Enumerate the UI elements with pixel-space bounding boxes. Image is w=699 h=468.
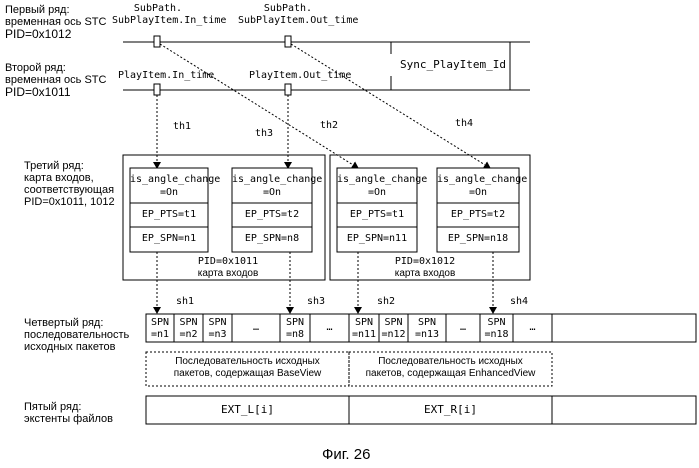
source-packet-bottom: … bbox=[513, 322, 552, 333]
ep-spn-value: EP_SPN=n11 bbox=[337, 233, 417, 244]
sync-playitem-id-label: Sync_PlayItem_Id bbox=[400, 59, 506, 71]
row1-label: Первый ряд: временная ось STC PID=0x1012 bbox=[5, 4, 106, 40]
source-packet-bottom: =n12 bbox=[379, 329, 408, 340]
source-packet-bottom: =n11 bbox=[349, 329, 379, 340]
source-packet-top: SPN bbox=[174, 317, 203, 328]
subpath-in-line2: SubPlayItem.In_time bbox=[112, 15, 204, 27]
ep-spn-value: EP_SPN=n18 bbox=[437, 233, 519, 244]
row1-pid: PID=0x1012 bbox=[5, 28, 106, 40]
entry-map-1011-pid: PID=0x1011 bbox=[188, 256, 268, 268]
ext-r-label: EXT_R[i] bbox=[349, 404, 552, 416]
entry-map-1012-name: карта входов bbox=[385, 268, 465, 280]
source-packet-top: SPN bbox=[480, 317, 513, 328]
subpath-in-line1: SubPath. bbox=[112, 3, 204, 15]
playitem-in-marker bbox=[154, 84, 160, 95]
row4-line3: исходных пакетов bbox=[24, 341, 129, 353]
source-packet-top: SPN bbox=[349, 317, 379, 328]
entry-map-1011-name: карта входов bbox=[188, 268, 268, 280]
entry-map-1012-pid: PID=0x1012 bbox=[385, 256, 465, 268]
source-packet-bottom: =n1 bbox=[146, 329, 174, 340]
playitem-out-label: PlayItem.Out_time bbox=[249, 70, 351, 82]
playitem-out-marker bbox=[285, 84, 291, 95]
enh-seq-line1: Последовательность исходных bbox=[349, 356, 552, 368]
source-packet-top: SPN bbox=[203, 317, 232, 328]
enhancedview-sequence-label: Последовательность исходных пакетов, сод… bbox=[349, 356, 552, 380]
source-packet-bottom: … bbox=[310, 322, 349, 333]
th4-label: th4 bbox=[455, 118, 473, 130]
row3-pid: PID=0x1011, 1012 bbox=[24, 196, 115, 208]
source-packet-bottom: =n3 bbox=[203, 329, 232, 340]
row3-line1: Третий ряд: bbox=[24, 160, 115, 172]
sh1-label: sh1 bbox=[176, 296, 194, 308]
playitem-in-label: PlayItem.In_time bbox=[118, 70, 214, 82]
row5-line1: Пятый ряд: bbox=[24, 401, 113, 413]
source-packet-bottom: =n2 bbox=[174, 329, 203, 340]
is-angle-change-label: is_angle_change bbox=[232, 174, 312, 185]
ep-pts-value: EP_PTS=t1 bbox=[337, 209, 417, 220]
ep-spn-value: EP_SPN=n8 bbox=[232, 233, 312, 244]
enh-seq-line2: пакетов, содержащая EnhancedView bbox=[349, 368, 552, 380]
sh2-label: sh2 bbox=[377, 296, 395, 308]
source-packet-bottom: … bbox=[446, 322, 480, 333]
ep-spn-value: EP_SPN=n1 bbox=[130, 233, 208, 244]
source-packet-top: SPN bbox=[408, 317, 446, 328]
subplayitem-out-marker bbox=[285, 36, 291, 47]
figure-caption: Фиг. 26 bbox=[322, 446, 370, 463]
is-angle-change-value: =On bbox=[437, 187, 519, 198]
th1-label: th1 bbox=[173, 121, 191, 133]
ep-pts-value: EP_PTS=t2 bbox=[232, 209, 312, 220]
is-angle-change-label: is_angle_change bbox=[130, 174, 208, 185]
is-angle-change-label: is_angle_change bbox=[337, 174, 417, 185]
row4-label: Четвертый ряд: последовательность исходн… bbox=[24, 317, 129, 353]
base-seq-line1: Последовательность исходных bbox=[146, 356, 349, 368]
baseview-sequence-label: Последовательность исходных пакетов, сод… bbox=[146, 356, 349, 380]
row2-line1: Второй ряд: bbox=[5, 62, 106, 74]
row2-pid: PID=0x1011 bbox=[5, 86, 106, 98]
thread-th2 bbox=[160, 44, 358, 168]
ep-pts-value: EP_PTS=t2 bbox=[437, 209, 519, 220]
ext-l-label: EXT_L[i] bbox=[146, 404, 349, 416]
row4-line1: Четвертый ряд: bbox=[24, 317, 129, 329]
th3-label: th3 bbox=[255, 128, 273, 140]
is-angle-change-value: =On bbox=[337, 187, 417, 198]
source-packet-bottom: … bbox=[232, 322, 280, 333]
ep-pts-value: EP_PTS=t1 bbox=[130, 209, 208, 220]
base-seq-line2: пакетов, содержащая BaseView bbox=[146, 368, 349, 380]
is-angle-change-label: is_angle_change bbox=[437, 174, 519, 185]
row3-line3: соответствующая bbox=[24, 184, 115, 196]
th2-label: th2 bbox=[320, 120, 338, 132]
subplayitem-out-label: SubPath. SubPlayItem.Out_time bbox=[238, 3, 338, 27]
row2-label: Второй ряд: временная ось STC PID=0x1011 bbox=[5, 62, 106, 98]
row3-label: Третий ряд: карта входов, соответствующа… bbox=[24, 160, 115, 208]
source-packet-top: SPN bbox=[379, 317, 408, 328]
subplayitem-in-marker bbox=[154, 36, 160, 47]
row5-label: Пятый ряд: экстенты файлов bbox=[24, 401, 113, 425]
source-packet-top: SPN bbox=[146, 317, 174, 328]
subpath-out-line1: SubPath. bbox=[238, 3, 338, 15]
source-packet-bottom: =n8 bbox=[280, 329, 310, 340]
subplayitem-in-label: SubPath. SubPlayItem.In_time bbox=[112, 3, 204, 27]
source-packet-bottom: =n13 bbox=[408, 329, 446, 340]
row5-line2: экстенты файлов bbox=[24, 413, 113, 425]
is-angle-change-value: =On bbox=[130, 187, 208, 198]
subpath-out-line2: SubPlayItem.Out_time bbox=[238, 15, 338, 27]
is-angle-change-value: =On bbox=[232, 187, 312, 198]
sh3-label: sh3 bbox=[307, 296, 325, 308]
source-packet-top: SPN bbox=[280, 317, 310, 328]
row4-line2: последовательность bbox=[24, 329, 129, 341]
sh4-label: sh4 bbox=[510, 296, 528, 308]
row1-line1: Первый ряд: bbox=[5, 4, 106, 16]
source-packet-bottom: =n18 bbox=[480, 329, 513, 340]
row3-line2: карта входов, bbox=[24, 172, 115, 184]
